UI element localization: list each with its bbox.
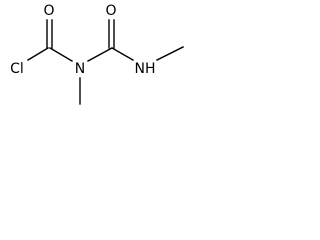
atom-chlorine: Cl [10, 61, 24, 77]
structure-diagram: Cl O N O NH [0, 0, 192, 112]
bond-n1-c2 [87, 47, 113, 62]
molecule-drawing: Cl O N O NH [10, 3, 184, 105]
atom-oxygen-2: O [105, 3, 116, 19]
bond-nh-methyl [156, 46, 184, 61]
bond-cl-c1 [27, 47, 49, 61]
bond-c1-n1 [49, 47, 73, 62]
bond-c2-nh [111, 47, 134, 61]
atom-nitrogen-h: NH [135, 61, 156, 77]
atom-nitrogen-methyl: N [75, 61, 85, 77]
atom-oxygen-1: O [43, 3, 54, 19]
